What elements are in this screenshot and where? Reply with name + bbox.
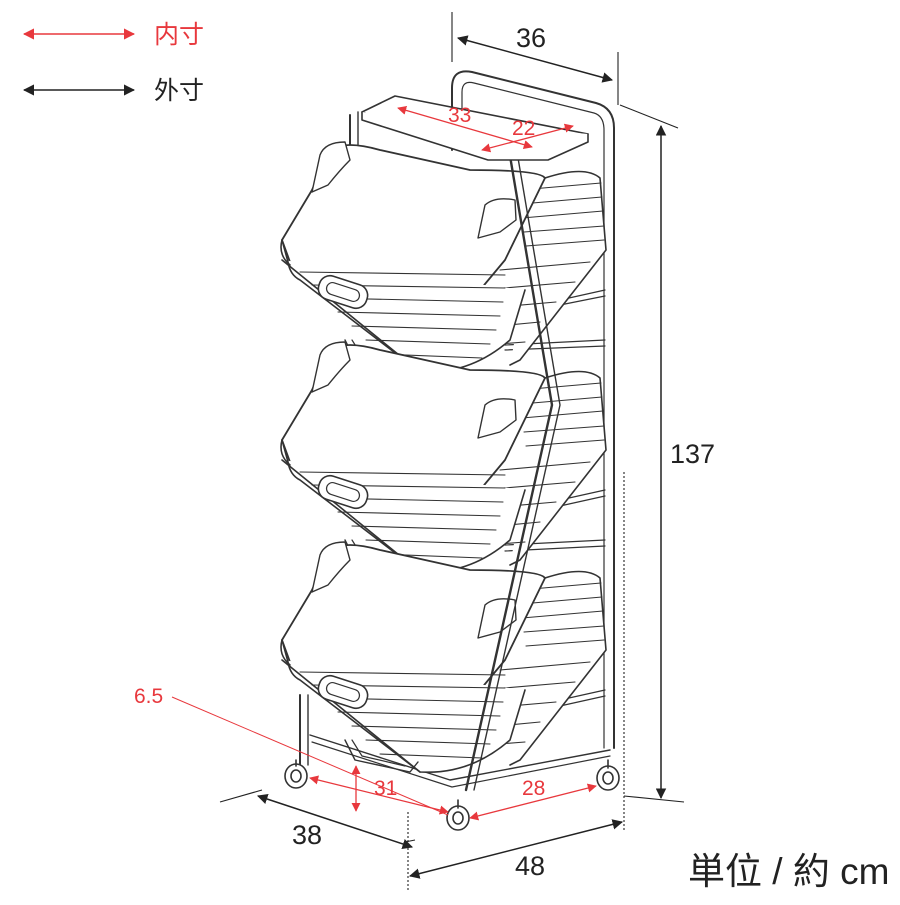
inner-base-width-arrow xyxy=(469,783,597,821)
outer-depth-arrow xyxy=(257,793,413,850)
inner-base-depth-arrow xyxy=(309,775,449,815)
basket-middle xyxy=(280,341,607,574)
legend-outer-label: 外寸 xyxy=(154,77,204,105)
inner-top-depth-label: 22 xyxy=(512,117,535,140)
unit-label: 単位 / 約 cm xyxy=(688,851,889,892)
inner-caster-offset-label: 6.5 xyxy=(134,685,163,708)
outer-depth-label: 38 xyxy=(292,820,322,850)
outer-dimension-lines xyxy=(219,12,685,892)
inner-base-height-label: 31 xyxy=(374,777,397,800)
rack-back-frame xyxy=(451,70,615,749)
dimension-labels: 36 137 38 48 33 22 6.5 31 28 xyxy=(134,23,715,881)
rack-base-frame xyxy=(309,734,611,781)
legend: 内寸 外寸 xyxy=(22,21,204,105)
inner-dimension-lines xyxy=(171,105,597,821)
rack-front-post xyxy=(464,148,554,792)
inner-top-depth-arrow xyxy=(481,123,574,153)
inner-top-width-label: 33 xyxy=(448,104,471,127)
basket-bottom xyxy=(280,541,607,774)
legend-inner-label: 内寸 xyxy=(154,21,204,49)
outer-height-label: 137 xyxy=(670,439,715,469)
outer-width-arrow xyxy=(408,819,624,879)
outer-top-width-label: 36 xyxy=(516,23,546,53)
top-tray xyxy=(361,95,589,161)
basket-top xyxy=(280,141,607,374)
inner-base-width-label: 28 xyxy=(522,777,545,800)
rack-illustration xyxy=(280,70,620,831)
outer-width-label: 48 xyxy=(515,851,545,881)
outer-top-width-arrow xyxy=(456,35,614,83)
